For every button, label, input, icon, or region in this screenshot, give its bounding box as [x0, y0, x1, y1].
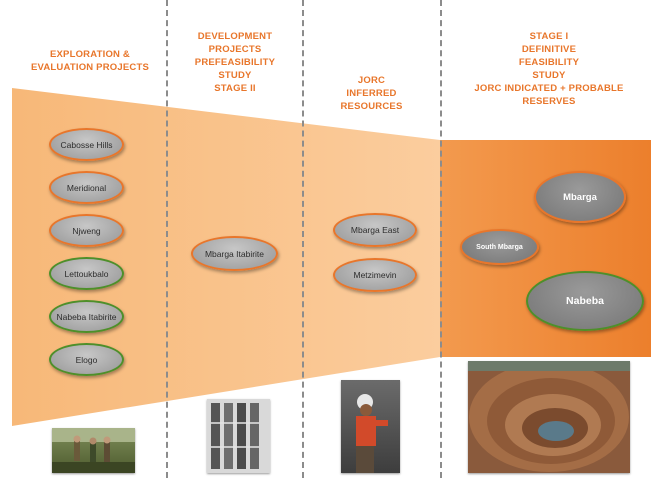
node-njweng: Njweng — [49, 214, 124, 247]
node-cabosse-hills: Cabosse Hills — [49, 128, 124, 161]
header-development: DEVELOPMENT PROJECTS PREFEASIBILITY STUD… — [194, 31, 276, 94]
node-mbarga: Mbarga — [534, 171, 626, 223]
header-exploration: EXPLORATION & EVALUATION PROJECTS — [31, 49, 149, 73]
node-elogo: Elogo — [49, 343, 124, 376]
photo-geologist-outcrop — [341, 380, 400, 473]
column-separator — [166, 0, 168, 478]
photo-drill-cores — [207, 399, 270, 473]
column-separator — [440, 0, 442, 478]
node-lettoukbalo: Lettoukbalo — [49, 257, 124, 290]
photo-open-pit-mine — [468, 361, 630, 473]
node-mbarga-itabirite: Mbarga Itabirite — [191, 236, 278, 271]
column-separator — [302, 0, 304, 478]
node-south-mbarga: South Mbarga — [460, 229, 539, 265]
header-jorc-inferred: JORC INFERRED RESOURCES — [340, 75, 403, 112]
node-mbarga-east: Mbarga East — [333, 213, 417, 247]
node-nabeba-itabirite: Nabeba Itabirite — [49, 300, 124, 333]
node-meridional: Meridional — [49, 171, 124, 204]
header-stage1: STAGE I DEFINITIVE FEASIBILITY STUDY JOR… — [474, 31, 624, 107]
node-metzimevin: Metzimevin — [333, 258, 417, 292]
node-nabeba: Nabeba — [526, 271, 644, 331]
photo-field-geologists — [52, 428, 135, 473]
